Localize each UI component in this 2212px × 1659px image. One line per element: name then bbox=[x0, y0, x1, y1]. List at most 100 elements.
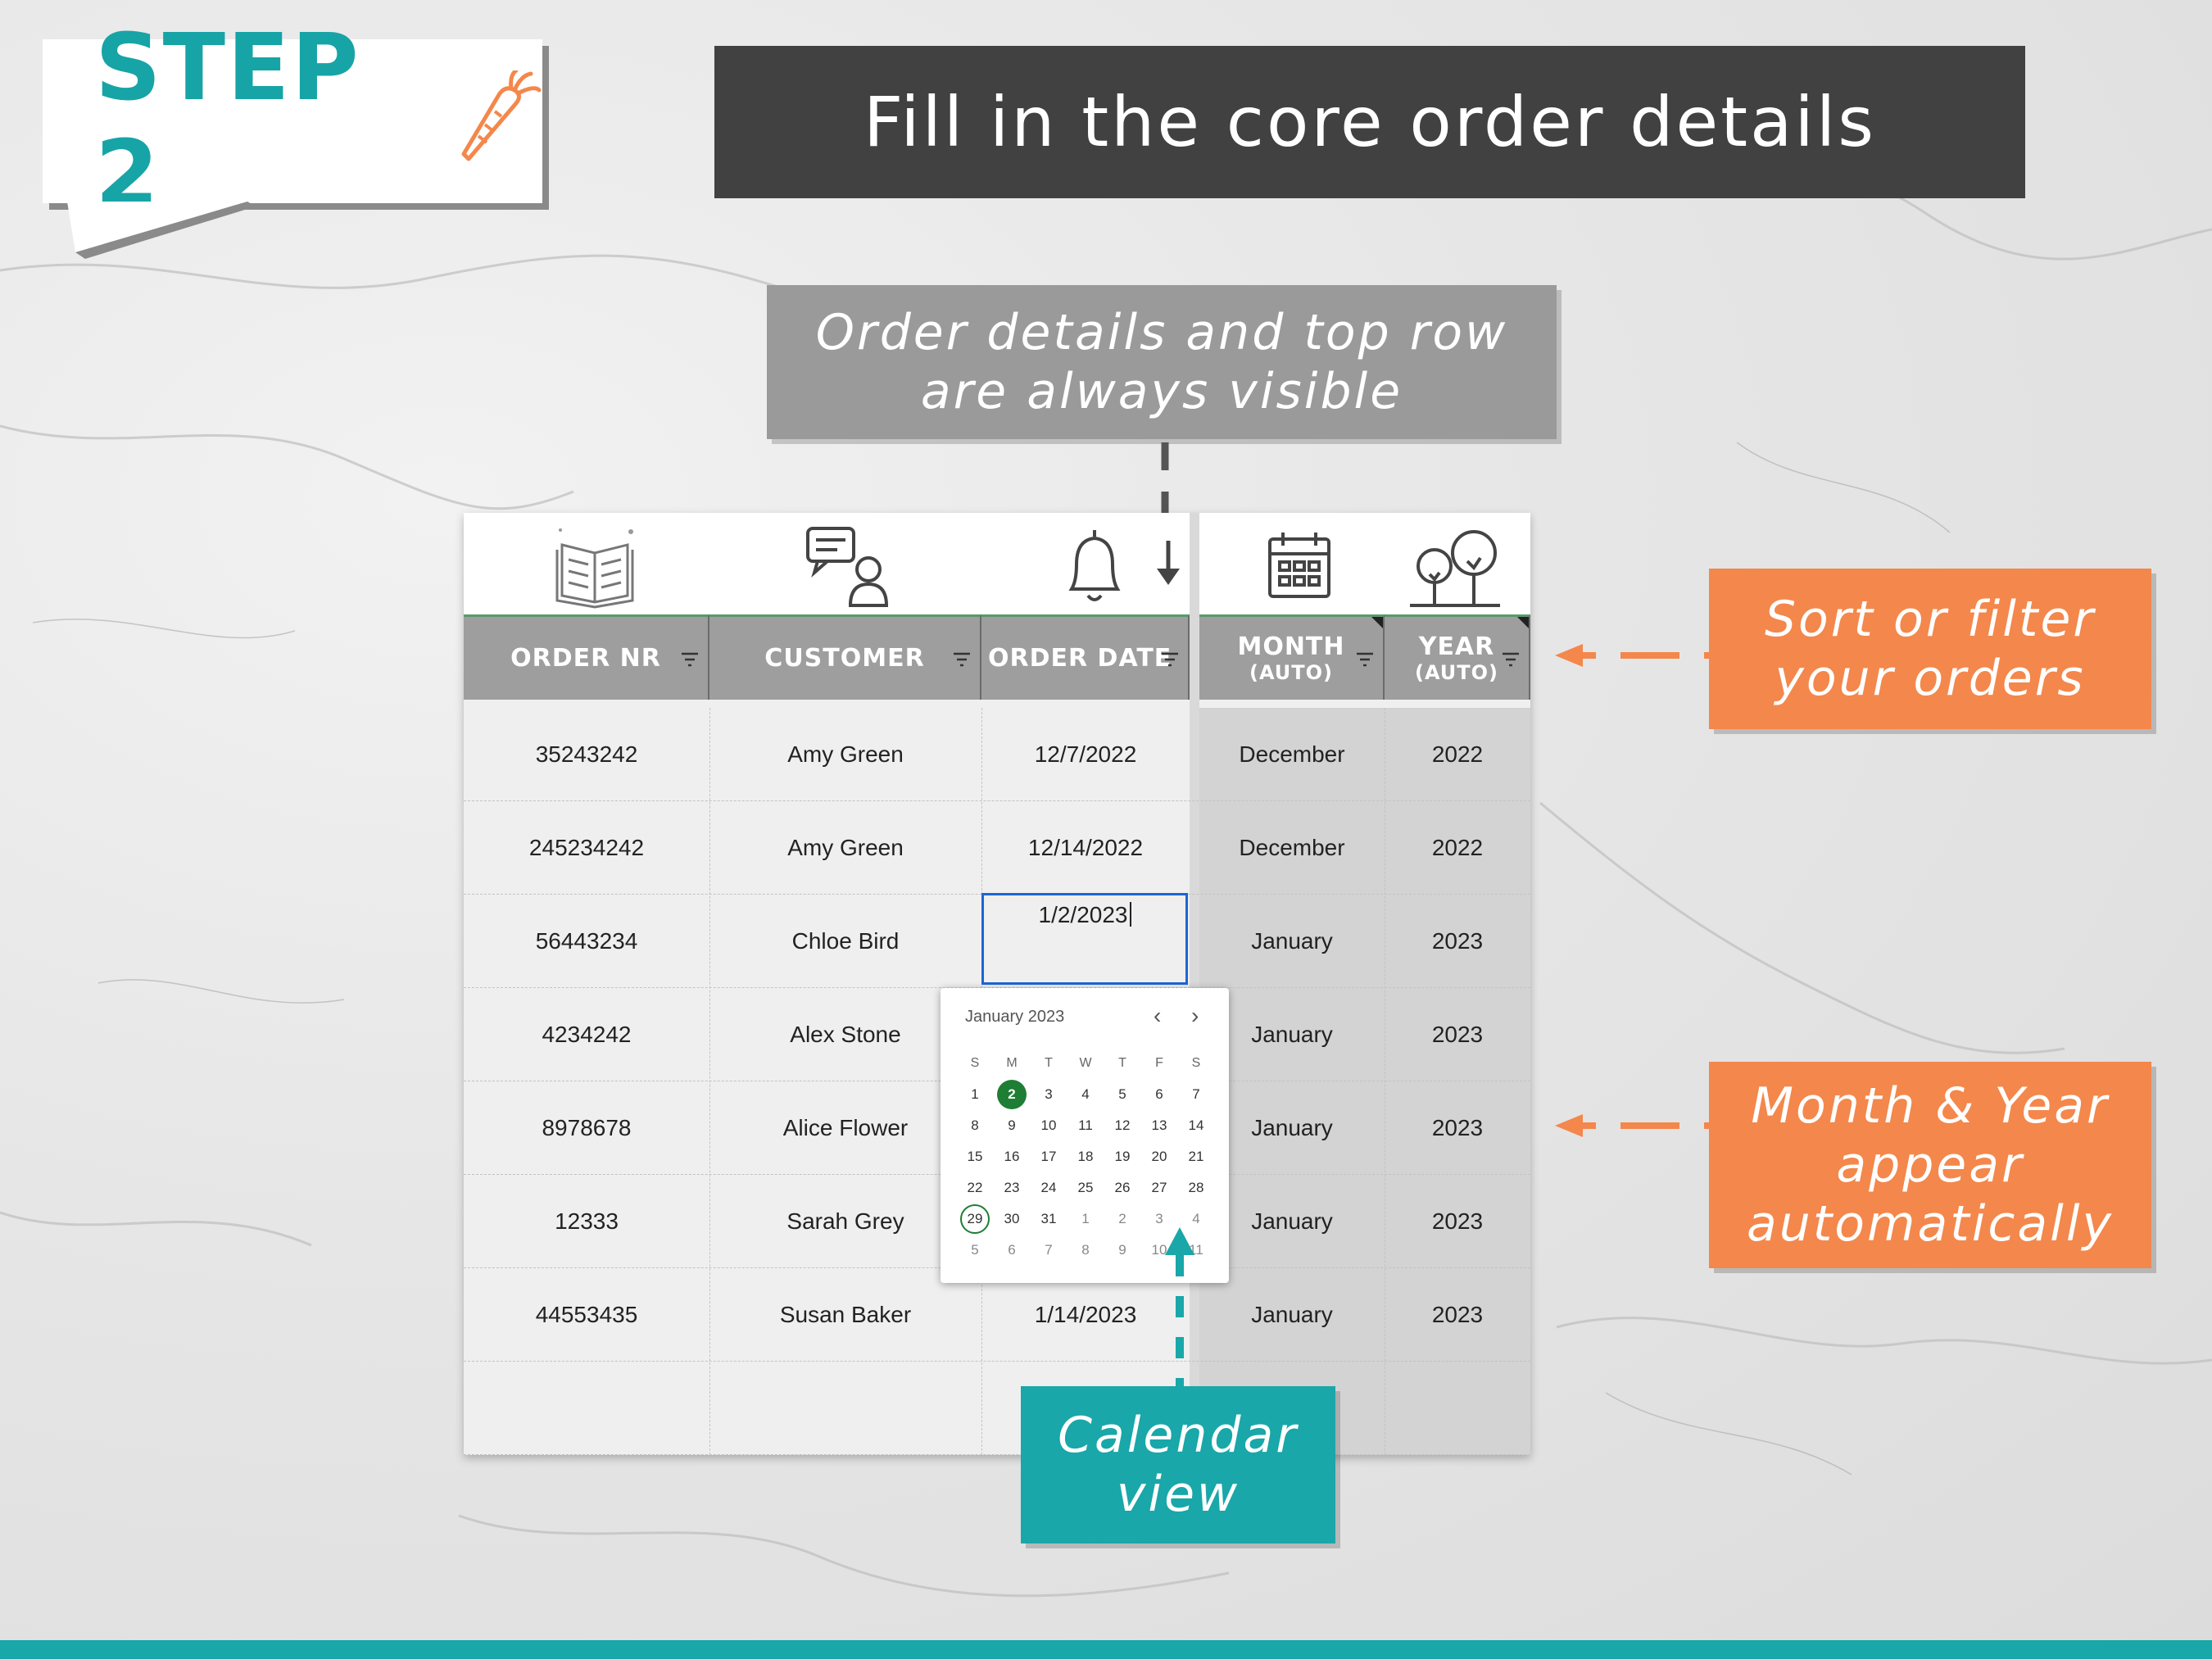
calendar-day[interactable]: 2 bbox=[994, 1080, 1030, 1109]
auto-columns-bg bbox=[1199, 708, 1530, 1455]
calendar-day[interactable]: 31 bbox=[1040, 1211, 1057, 1226]
cell-customer[interactable]: Amy Green bbox=[787, 835, 904, 860]
calendar-day[interactable]: 6 bbox=[1008, 1242, 1016, 1258]
calendar-day[interactable]: 23 bbox=[1004, 1180, 1020, 1195]
calendar-day[interactable]: 7 bbox=[1192, 1086, 1200, 1102]
chevron-right-icon[interactable]: › bbox=[1191, 1003, 1199, 1028]
date-picker-month: January 2023 bbox=[965, 1008, 1065, 1026]
weekday-label: T bbox=[1118, 1056, 1126, 1070]
calendar-day[interactable]: 5 bbox=[971, 1242, 979, 1258]
calendar-day[interactable]: 4 bbox=[1192, 1211, 1200, 1226]
calendar-day[interactable]: 12 bbox=[1114, 1117, 1131, 1133]
calendar-day[interactable]: 9 bbox=[1008, 1117, 1016, 1133]
callout-auto-month-year: Month & Year appear automatically bbox=[1709, 1062, 2151, 1268]
cell-order-nr[interactable]: 56443234 bbox=[535, 928, 638, 954]
header-order-nr[interactable]: ORDER NR bbox=[464, 614, 709, 700]
calendar-day[interactable]: 18 bbox=[1077, 1149, 1094, 1164]
calendar-day[interactable]: 3 bbox=[1045, 1086, 1053, 1102]
cell-month: December bbox=[1239, 835, 1345, 860]
filter-icon[interactable] bbox=[1355, 651, 1375, 668]
calendar-day[interactable]: 13 bbox=[1151, 1117, 1167, 1133]
cell-month: December bbox=[1239, 741, 1345, 767]
calendar-day[interactable]: 20 bbox=[1151, 1149, 1167, 1164]
calendar-day[interactable]: 4 bbox=[1081, 1086, 1090, 1102]
cell-order-date[interactable]: 1/14/2023 bbox=[1034, 1302, 1137, 1327]
calendar-day[interactable]: 8 bbox=[971, 1117, 979, 1133]
step-badge: STEP 2 bbox=[43, 15, 542, 228]
calendar-day[interactable]: 1 bbox=[971, 1086, 979, 1102]
calendar-day[interactable]: 30 bbox=[1004, 1211, 1020, 1226]
calendar-day[interactable]: 14 bbox=[1188, 1117, 1204, 1133]
cell-customer[interactable]: Alex Stone bbox=[790, 1022, 901, 1047]
cell-customer[interactable]: Alice Flower bbox=[782, 1115, 909, 1140]
filter-icon[interactable] bbox=[952, 651, 972, 668]
calendar-day[interactable]: 24 bbox=[1040, 1180, 1057, 1195]
calendar-day[interactable]: 21 bbox=[1188, 1149, 1204, 1164]
step-label: STEP 2 bbox=[95, 15, 360, 228]
cell-customer[interactable]: Amy Green bbox=[787, 741, 904, 767]
header-customer[interactable]: CUSTOMER bbox=[709, 614, 981, 700]
cell-order-nr[interactable]: 12333 bbox=[555, 1208, 619, 1234]
calendar-day[interactable]: 1 bbox=[1081, 1211, 1090, 1226]
calendar-day[interactable]: 10 bbox=[1151, 1242, 1167, 1258]
calendar-day[interactable]: 8 bbox=[1081, 1242, 1090, 1258]
calendar-day[interactable]: 25 bbox=[1077, 1180, 1094, 1195]
calendar-day[interactable]: 16 bbox=[1004, 1149, 1020, 1164]
calendar-day[interactable]: 2 bbox=[1118, 1211, 1126, 1226]
book-icon bbox=[537, 519, 652, 611]
cell-order-date[interactable]: 12/7/2022 bbox=[1034, 741, 1137, 767]
footer-bar bbox=[0, 1640, 2212, 1659]
cell-order-nr[interactable]: 8978678 bbox=[542, 1115, 632, 1140]
filter-icon[interactable] bbox=[1160, 651, 1180, 668]
calendar-day[interactable]: 11 bbox=[1078, 1117, 1093, 1133]
cell-order-nr[interactable]: 35243242 bbox=[535, 741, 638, 767]
cell-customer[interactable]: Sarah Grey bbox=[786, 1208, 904, 1234]
calendar-day[interactable]: 19 bbox=[1114, 1149, 1131, 1164]
callout-calendar-view: Calendar view bbox=[1021, 1386, 1335, 1543]
cell-order-nr[interactable]: 245234242 bbox=[528, 835, 645, 860]
callout-arrow-up bbox=[1165, 1227, 1194, 1386]
calendar-day[interactable]: 22 bbox=[967, 1180, 983, 1195]
bell-icon bbox=[1037, 519, 1152, 611]
weekday-label: T bbox=[1045, 1056, 1053, 1070]
cell-customer[interactable]: Chloe Bird bbox=[791, 928, 900, 954]
filter-icon[interactable] bbox=[680, 651, 700, 668]
spreadsheet: ORDER NR CUSTOMER ORDER DATE MONTH (AUTO… bbox=[464, 513, 1530, 1455]
chevron-left-icon[interactable]: ‹ bbox=[1154, 1003, 1162, 1028]
table-row: 35243242 Amy Green 12/7/2022 December 20… bbox=[464, 708, 1530, 801]
header-month[interactable]: MONTH (AUTO) bbox=[1199, 614, 1385, 700]
table-row-empty[interactable] bbox=[464, 1362, 1530, 1455]
calendar-day[interactable]: 7 bbox=[1045, 1242, 1053, 1258]
header-order-date[interactable]: ORDER DATE bbox=[981, 614, 1190, 700]
cell-month: January bbox=[1251, 1208, 1333, 1234]
trees-icon bbox=[1398, 519, 1512, 611]
calendar-day[interactable]: 27 bbox=[1151, 1180, 1167, 1195]
page-title: Fill in the core order details bbox=[863, 82, 1876, 162]
arrow-down-icon bbox=[1150, 519, 1186, 611]
calendar-day[interactable]: 28 bbox=[1188, 1180, 1204, 1195]
header-label: ORDER DATE bbox=[988, 644, 1172, 673]
cell-year: 2023 bbox=[1431, 1115, 1484, 1140]
calendar-day[interactable]: 5 bbox=[1118, 1086, 1126, 1102]
calendar-day[interactable]: 26 bbox=[1114, 1180, 1131, 1195]
calendar-day[interactable]: 29 bbox=[957, 1204, 993, 1234]
calendar-day[interactable]: 3 bbox=[1155, 1211, 1163, 1226]
weekday-label: S bbox=[970, 1056, 980, 1070]
cell-order-nr[interactable]: 4234242 bbox=[542, 1022, 632, 1047]
filter-icon[interactable] bbox=[1501, 651, 1521, 668]
calendar-day[interactable]: 6 bbox=[1155, 1086, 1163, 1102]
callout-arrow-left bbox=[1555, 644, 1709, 667]
calendar-day[interactable]: 15 bbox=[967, 1149, 983, 1164]
calendar-day[interactable]: 17 bbox=[1040, 1149, 1057, 1164]
calendar-day[interactable]: 9 bbox=[1118, 1242, 1126, 1258]
calendar-icon bbox=[1242, 519, 1357, 611]
header-row: ORDER NR CUSTOMER ORDER DATE MONTH (AUTO… bbox=[464, 614, 1530, 700]
calendar-day[interactable]: 10 bbox=[1040, 1117, 1057, 1133]
header-year[interactable]: YEAR (AUTO) bbox=[1385, 614, 1530, 700]
cell-customer[interactable]: Susan Baker bbox=[779, 1302, 912, 1327]
icon-row bbox=[464, 513, 1530, 614]
cell-order-nr[interactable]: 44553435 bbox=[535, 1302, 638, 1327]
active-date-cell[interactable]: 1/2/2023 bbox=[981, 893, 1188, 985]
cell-order-date[interactable]: 12/14/2022 bbox=[1027, 835, 1144, 860]
active-cell-value: 1/2/2023 bbox=[1038, 902, 1128, 927]
